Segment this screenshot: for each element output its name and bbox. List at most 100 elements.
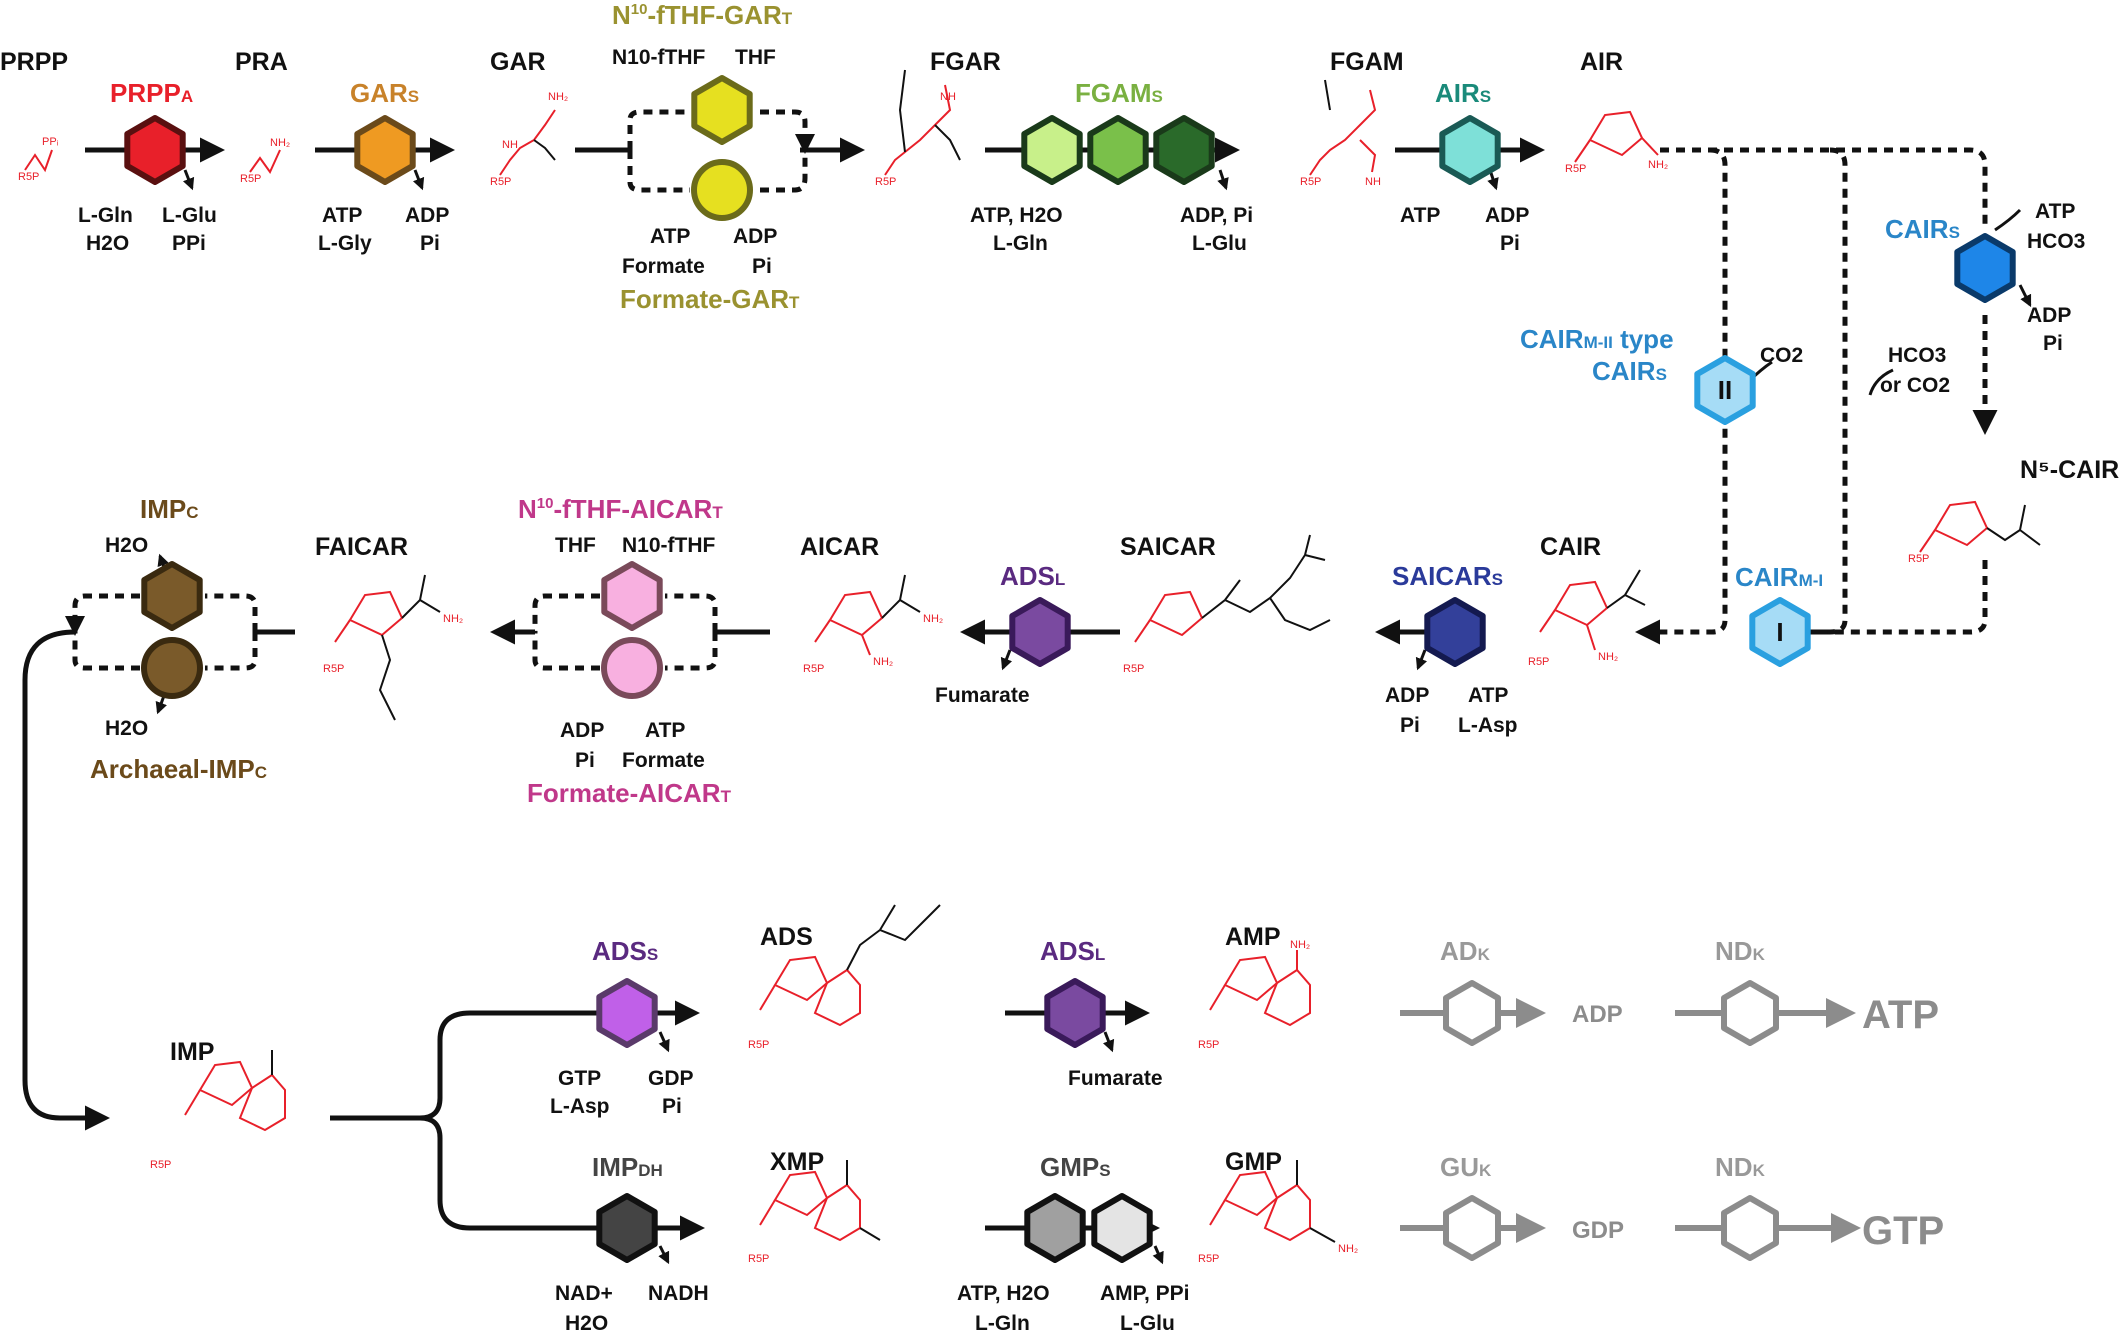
label-atp: ATP bbox=[1862, 993, 1939, 1037]
kinase-products: ADP ATP GDP GTP bbox=[1572, 993, 1944, 1253]
label-impdh: IMPDH bbox=[592, 1152, 663, 1182]
cofactor: Pi bbox=[752, 255, 772, 278]
cofactor: ATP bbox=[2035, 200, 2075, 223]
cofactor: NADH bbox=[648, 1282, 709, 1305]
atom-label: R5P bbox=[803, 663, 824, 675]
airs-hexagon bbox=[1439, 115, 1501, 185]
label-gmps: GMPS bbox=[1040, 1152, 1111, 1182]
label-prppa: PRPPA bbox=[110, 78, 193, 108]
metabolite-labels: PRPP PRA GAR FGAR FGAM AIR N⁵-CAIR CAIR … bbox=[0, 48, 2119, 1176]
label-aicar: AICAR bbox=[800, 533, 879, 561]
label-guk: GUK bbox=[1440, 1152, 1492, 1182]
cofactor: ADP bbox=[1385, 684, 1429, 707]
fgams-hexagon-3 bbox=[1153, 115, 1215, 185]
formate-aicart-circle bbox=[601, 637, 663, 699]
label-prpp: PRPP bbox=[0, 48, 68, 76]
cofactor: L-Glu bbox=[1192, 232, 1247, 255]
cofactor: Fumarate bbox=[935, 684, 1030, 707]
cofactor: H2O bbox=[105, 534, 148, 557]
cofactor: ATP bbox=[322, 204, 362, 227]
label-cairM2-line2: CAIRS bbox=[1592, 356, 1667, 386]
fgams-hexagon-1 bbox=[1021, 115, 1083, 185]
label-airs: AIRS bbox=[1435, 78, 1491, 108]
label-cairs: CAIRS bbox=[1885, 214, 1960, 244]
cofactor: N10-fTHF bbox=[622, 534, 716, 557]
aicart-loop bbox=[532, 593, 718, 671]
label-cair: CAIR bbox=[1540, 533, 1601, 561]
cofactor: ADP bbox=[560, 719, 604, 742]
label-adk: ADK bbox=[1440, 936, 1491, 966]
cofactor: L-Gly bbox=[318, 232, 372, 255]
label-adsl2: ADSL bbox=[1040, 936, 1105, 966]
structures bbox=[24, 69, 2041, 1243]
adsl-hexagon-2 bbox=[1044, 978, 1106, 1048]
cofactor: AMP, PPi bbox=[1100, 1282, 1189, 1305]
cofactor: ADP bbox=[2027, 304, 2071, 327]
structure-atom-labels: PPᵢ R5P NH₂ R5P R5P NH NH₂ R5P NH R5P NH… bbox=[18, 91, 1929, 1265]
label-gar: GAR bbox=[490, 48, 546, 76]
label-ads: ADS bbox=[760, 923, 813, 951]
label-formateGarT: Formate-GART bbox=[620, 284, 800, 314]
cairm2-hexagon bbox=[1694, 355, 1756, 425]
atom-label: R5P bbox=[1565, 163, 1586, 175]
cofactor: GTP bbox=[558, 1067, 601, 1090]
cairs-hexagon bbox=[1954, 233, 2016, 303]
cofactor: Pi bbox=[662, 1095, 682, 1118]
label-impc: IMPC bbox=[140, 494, 199, 524]
cofactor: ATP bbox=[645, 719, 685, 742]
cofactor: ATP bbox=[1468, 684, 1508, 707]
cofactor: L-Glu bbox=[1120, 1312, 1175, 1335]
atom-label: PPᵢ bbox=[42, 136, 59, 148]
atom-label: NH₂ bbox=[270, 137, 290, 149]
ndk-hexagon-2 bbox=[1721, 1195, 1779, 1261]
label-gars: GARS bbox=[350, 78, 419, 108]
kinase-arrows bbox=[1400, 998, 1861, 1243]
adk-hexagon bbox=[1443, 980, 1501, 1046]
gmps-hexagon-1 bbox=[1024, 1193, 1086, 1263]
atom-label: R5P bbox=[748, 1253, 769, 1265]
enzyme-labels: PRPPA GARS N10-fTHF-GART Formate-GART FG… bbox=[90, 0, 1960, 1182]
atom-label: R5P bbox=[150, 1159, 171, 1171]
label-faicar: FAICAR bbox=[315, 533, 408, 561]
to-imp-arrow bbox=[22, 629, 110, 1131]
cofactor: L-Gln bbox=[78, 204, 133, 227]
atom-label: NH bbox=[502, 139, 518, 151]
ndk-hexagon-1 bbox=[1721, 980, 1779, 1046]
cofactor: L-Asp bbox=[550, 1095, 610, 1118]
air-cair-dashed-routes bbox=[1635, 147, 1998, 645]
cofactor: Formate bbox=[622, 749, 705, 772]
label-archImpc: Archaeal-IMPC bbox=[90, 754, 267, 784]
label-gmp: GMP bbox=[1225, 1148, 1282, 1176]
gmps-hexagon-2 bbox=[1091, 1193, 1153, 1263]
cofactor: H2O bbox=[105, 717, 148, 740]
label-fgar: FGAR bbox=[930, 48, 1001, 76]
label-n5cair: N⁵-CAIR bbox=[2020, 456, 2119, 484]
label-cairM1: CAIRM-I bbox=[1735, 562, 1823, 592]
cofactor: NAD+ bbox=[555, 1282, 613, 1305]
atom-label: R5P bbox=[1908, 553, 1929, 565]
cairm1-roman-label: I bbox=[1776, 617, 1783, 647]
guk-hexagon bbox=[1443, 1195, 1501, 1261]
cofactor: ADP bbox=[405, 204, 449, 227]
gart-loop bbox=[627, 109, 815, 193]
cofactor: ATP bbox=[650, 225, 690, 248]
cofactor: THF bbox=[735, 46, 776, 69]
label-adss: ADSS bbox=[592, 936, 658, 966]
label-saicars: SAICARS bbox=[1392, 561, 1503, 591]
cofactor: PPi bbox=[172, 232, 206, 255]
atom-label: R5P bbox=[1528, 656, 1549, 668]
label-pra: PRA bbox=[235, 48, 288, 76]
label-formateAicarT: Formate-AICART bbox=[527, 778, 732, 808]
adss-hexagon bbox=[596, 978, 658, 1048]
label-n10aicarT: N10-fTHF-AICART bbox=[518, 494, 723, 524]
label-gdp: GDP bbox=[1572, 1217, 1624, 1244]
atom-label: NH₂ bbox=[1338, 1243, 1358, 1255]
atom-label: R5P bbox=[1300, 176, 1321, 188]
cofactor: ATP bbox=[1400, 204, 1440, 227]
n10-aicart-hexagon bbox=[601, 561, 663, 631]
label-saicar: SAICAR bbox=[1120, 533, 1216, 561]
atom-label: R5P bbox=[1123, 663, 1144, 675]
impdh-hexagon bbox=[596, 1193, 658, 1263]
cofactor: Fumarate bbox=[1068, 1067, 1163, 1090]
